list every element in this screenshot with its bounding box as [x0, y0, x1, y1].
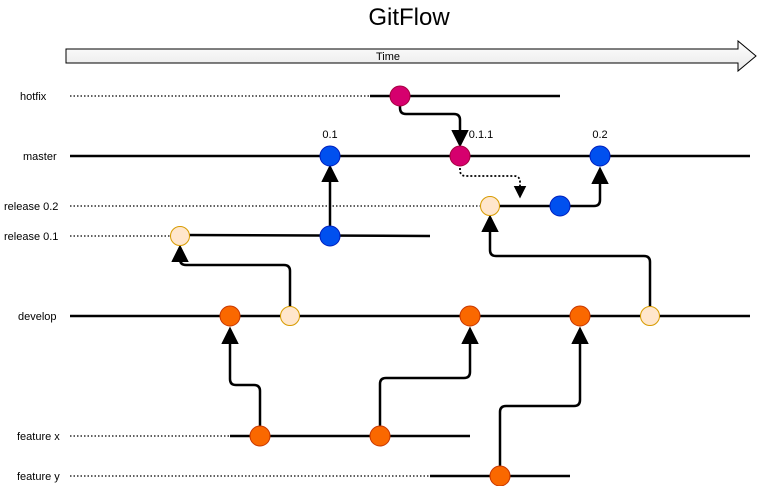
time-arrow [65, 39, 757, 73]
release-01-line [179, 233, 431, 238]
release-01-start [170, 226, 190, 246]
branch-label-master: master [23, 151, 57, 163]
branch-label-feature-x: feature x [17, 431, 60, 443]
branch-label-develop: develop [18, 311, 57, 323]
branch-label-hotfix: hotfix [20, 91, 47, 103]
feature-x-commit-1 [249, 425, 271, 447]
featurex-to-develop-arrow-1 [221, 326, 262, 436]
develop-to-release01-arrow [171, 244, 292, 316]
release-02-commit [549, 195, 571, 217]
featurey-to-develop-arrow [498, 326, 589, 476]
release02-to-master-arrow [560, 166, 609, 208]
develop-to-release02-arrow [481, 214, 652, 316]
hotfix-commit [389, 85, 411, 107]
release-01-commit [319, 225, 341, 247]
branch-label-release-01: release 0.1 [4, 231, 58, 243]
feature-y-commit [489, 465, 511, 486]
master-commit-011 [449, 145, 471, 167]
time-label: Time [376, 51, 400, 63]
release-02-start [480, 196, 500, 216]
hotfix-to-master-arrow [398, 96, 469, 148]
master-commit-02 [589, 145, 611, 167]
branch-label-feature-y: feature y [17, 471, 60, 483]
tag-02: 0.2 [592, 129, 607, 141]
master-commit-01 [319, 145, 341, 167]
featurex-to-develop-arrow-2 [378, 326, 479, 436]
branch-label-release-02: release 0.2 [4, 201, 58, 213]
feature-x-commit-2 [369, 425, 391, 447]
tag-01: 0.1 [322, 129, 337, 141]
develop-branch-point-1 [280, 306, 300, 326]
develop-commit-1 [219, 305, 241, 327]
master-to-release02-dotted-arrow [459, 156, 527, 199]
develop-commit-3 [569, 305, 591, 327]
diagram-title: GitFlow [368, 4, 450, 31]
develop-commit-2 [459, 305, 481, 327]
develop-branch-point-2 [640, 306, 660, 326]
tag-011: 0.1.1 [469, 129, 493, 141]
